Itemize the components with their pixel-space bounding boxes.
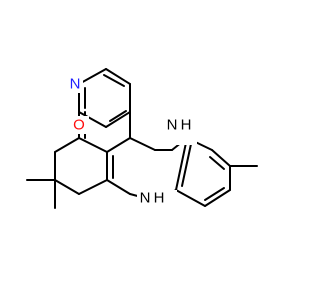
atom-labels-group: N O N H N H — [67, 75, 197, 220]
bonds-group — [26, 68, 258, 209]
atom-label-nh-top-n: N — [167, 117, 178, 134]
bond — [204, 189, 231, 207]
bond-double — [103, 74, 125, 87]
bond — [78, 111, 107, 128]
atom-nh-bottom: N H — [137, 190, 177, 220]
bond-double — [181, 143, 192, 187]
bond — [106, 179, 131, 195]
bond — [106, 137, 131, 153]
bond — [105, 111, 131, 128]
bond — [211, 149, 231, 167]
molecule-canvas: N O N H N H — [26, 68, 258, 220]
atom-n-pyridine: N — [67, 75, 83, 93]
bond-double — [109, 110, 127, 122]
molecule-structure: N O N H N H — [26, 68, 258, 220]
atom-label-nh-bottom-h: H — [154, 190, 165, 207]
bond-double — [204, 187, 225, 201]
bond — [105, 68, 131, 85]
bond — [54, 137, 80, 153]
bond — [78, 137, 108, 153]
bond — [54, 179, 80, 195]
atom-label-n-pyridine: N — [70, 76, 81, 93]
atom-label-o-carbonyl: O — [73, 117, 85, 134]
bond — [129, 137, 156, 151]
bond — [175, 189, 206, 207]
bond — [175, 137, 188, 191]
atom-o-carbonyl: O — [69, 116, 89, 134]
bond-double — [209, 156, 225, 170]
bond — [78, 68, 107, 85]
atom-label-nh-top-h: H — [181, 117, 192, 134]
bond — [78, 179, 108, 195]
atom-label-nh-bottom-n: N — [140, 190, 151, 207]
atom-nh-top: N H — [157, 115, 197, 145]
